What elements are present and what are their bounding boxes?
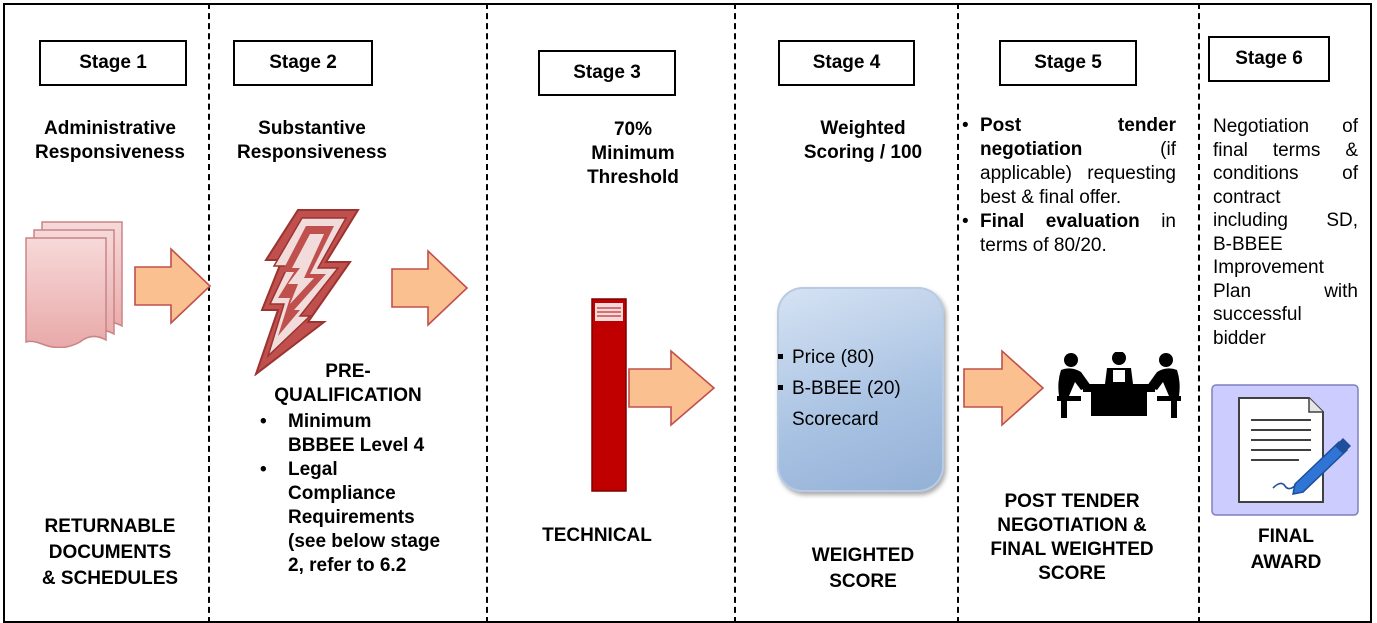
stage-1-label: Stage 1	[39, 40, 187, 86]
stage-3-heading: 70% Minimum Threshold	[548, 118, 718, 190]
footer-line: FINAL	[1258, 526, 1314, 547]
stage-4-footer: WEIGHTED SCORE	[768, 543, 958, 595]
footer-line: AWARD	[1250, 552, 1322, 573]
description-line: Improvement	[1213, 257, 1324, 278]
footer-line: RETURNABLE	[44, 516, 176, 537]
item-line: Minimum	[288, 411, 372, 432]
item-line: Compliance	[288, 483, 396, 504]
scoring-criteria-list: Price (80) B-BBEE (20) Scorecard	[778, 342, 901, 435]
description-line: bidder	[1213, 327, 1266, 349]
footer-line: FINAL WEIGHTED	[990, 539, 1154, 560]
criteria-item: B-BBEE (20)	[778, 373, 901, 404]
stage-6-footer: FINAL AWARD	[1200, 524, 1372, 576]
right-arrow-icon	[963, 349, 1045, 427]
title-line: PRE-	[325, 361, 371, 382]
bullet-bold-text: Post tender negotiation	[980, 115, 1176, 160]
meeting-icon	[1057, 352, 1181, 418]
stage-divider	[734, 3, 736, 623]
right-arrow-icon	[391, 249, 469, 327]
stage-2-label: Stage 2	[233, 40, 373, 86]
stage-3-label: Stage 3	[538, 50, 676, 96]
stage-4-heading: Weighted Scoring / 100	[768, 117, 958, 165]
item-line: 2, refer to 6.2	[288, 555, 407, 576]
stage-divider	[957, 3, 959, 623]
stage-5-bullet: Final evaluation in terms of 80/20.	[962, 210, 1176, 258]
bullet-text: in terms of 80/20.	[980, 211, 1176, 256]
stage-divider	[1198, 3, 1200, 623]
heading-line: Administrative	[44, 118, 176, 139]
lightning-icon	[254, 209, 360, 376]
heading-line: Minimum	[591, 143, 675, 164]
stage-1-heading: Administrative Responsiveness	[12, 117, 208, 165]
description-line: including SD,	[1213, 210, 1358, 231]
right-arrow-icon	[134, 247, 212, 325]
heading-line: Scoring / 100	[803, 142, 923, 163]
bullet-bold-text: Final evaluation	[980, 211, 1140, 232]
heading-line: Weighted	[820, 118, 906, 139]
stage-4-label: Stage 4	[778, 40, 915, 86]
scoring-criteria-panel	[777, 287, 944, 492]
footer-line: SCORE	[1038, 563, 1106, 584]
footer-line: POST TENDER	[1004, 491, 1140, 512]
footer-line: DOCUMENTS	[48, 542, 172, 563]
heading-line: Responsiveness	[35, 142, 185, 163]
stage-5-bullets: Post tender negotiation (if applicable) …	[962, 114, 1176, 258]
stage-5-bullet: Post tender negotiation (if applicable) …	[962, 114, 1176, 210]
item-line: BBBEE Level 4	[288, 435, 425, 456]
binder-icon	[591, 298, 627, 492]
title-line: QUALIFICATION	[274, 385, 422, 406]
description-line: Plan with	[1213, 280, 1358, 302]
stage-5-footer: POST TENDER NEGOTIATION & FINAL WEIGHTED…	[958, 490, 1186, 586]
description-line: final terms &	[1213, 139, 1358, 161]
footer-line: & SCHEDULES	[41, 568, 179, 589]
prequalification-item: Minimum BBBEE Level 4	[248, 410, 488, 458]
stage-6-description: Negotiation of final terms & conditions …	[1213, 115, 1358, 350]
heading-line: Threshold	[587, 167, 679, 188]
item-line: (see below stage	[288, 531, 441, 552]
bullet-text: (if applicable) requesting best & final …	[980, 139, 1176, 208]
heading-line: 70%	[613, 119, 653, 140]
right-arrow-icon	[628, 349, 716, 427]
prequalification-list: Minimum BBBEE Level 4 Legal Compliance R…	[248, 410, 488, 578]
criteria-item: Scorecard	[792, 409, 879, 430]
description-line: conditions of	[1213, 163, 1358, 184]
footer-line: SCORE	[829, 571, 897, 592]
description-line: successful	[1213, 304, 1302, 325]
description-line: B-BBEE	[1213, 233, 1283, 255]
stage-3-footer: TECHNICAL	[542, 525, 652, 546]
description-line: contract	[1213, 186, 1281, 208]
stage-divider	[486, 3, 488, 623]
item-line: Legal	[288, 459, 338, 480]
signed-contract-icon	[1211, 384, 1359, 516]
criteria-item: Price (80)	[778, 342, 901, 373]
footer-line: NEGOTIATION &	[997, 515, 1147, 536]
footer-line: WEIGHTED	[811, 545, 915, 566]
stage-1-footer: RETURNABLE DOCUMENTS & SCHEDULES	[12, 514, 208, 592]
heading-line: Responsiveness	[237, 142, 387, 163]
documents-icon	[25, 221, 123, 348]
stage-divider	[208, 3, 210, 623]
item-line: Requirements	[288, 507, 415, 528]
prequalification-item: Legal Compliance Requirements (see below…	[248, 458, 488, 578]
stage-5-label: Stage 5	[999, 40, 1137, 86]
prequalification-title: PRE- QUALIFICATION	[248, 360, 448, 408]
heading-line: Substantive	[258, 118, 366, 139]
description-line: Negotiation of	[1213, 116, 1358, 137]
stage-6-label: Stage 6	[1208, 36, 1330, 82]
stage-2-heading: Substantive Responsiveness	[212, 117, 412, 165]
